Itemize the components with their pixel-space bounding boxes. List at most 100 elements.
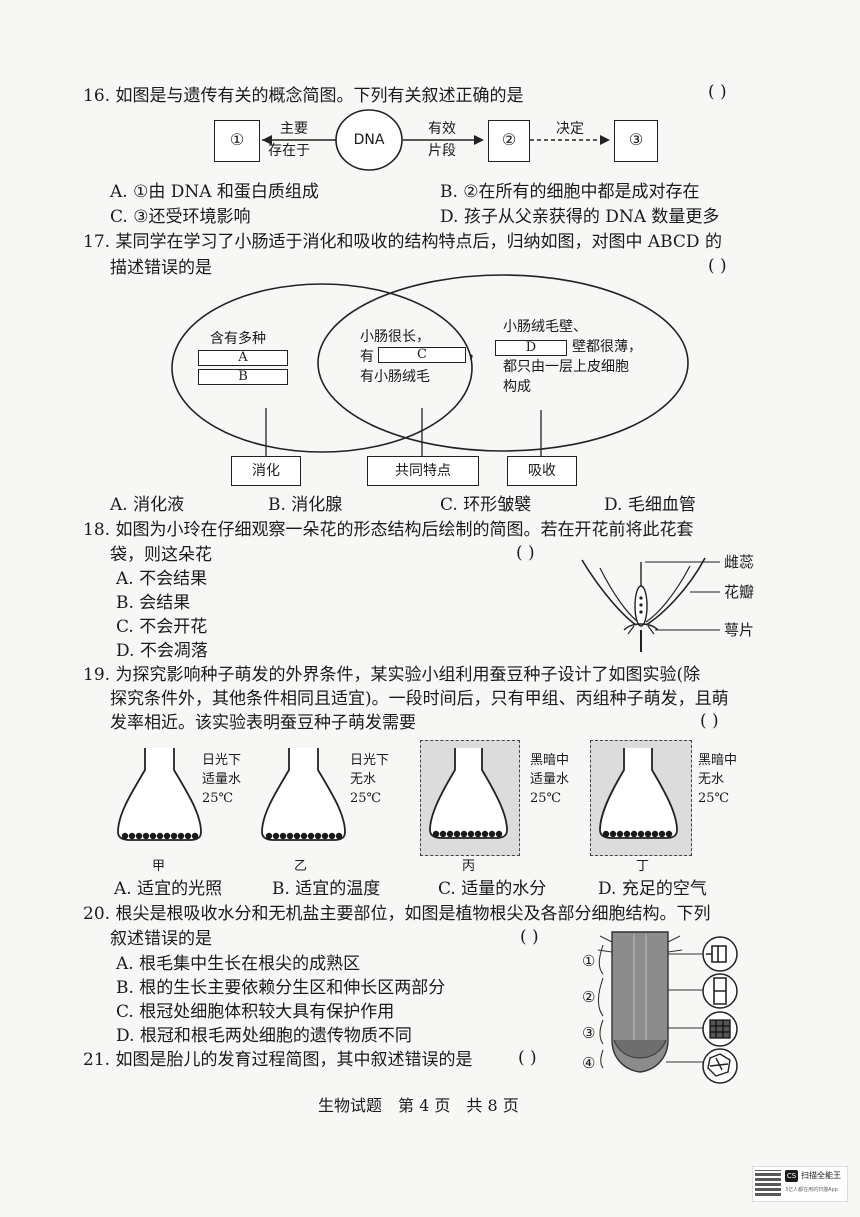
q17-mid-comma: ， — [468, 346, 482, 362]
q16-option-b: B. ②在所有的细胞中都是成对存在 — [440, 182, 700, 202]
q16-dna-node: DNA — [353, 132, 385, 148]
qr-code-icon — [755, 1170, 781, 1196]
flask-ding-cond2: 无水 — [698, 772, 725, 787]
q17-option-d: D. 毛细血管 — [604, 495, 696, 515]
flask-jia — [117, 748, 202, 841]
q17-blank-c: C — [378, 347, 466, 363]
q16-arrow1-bottom: 存在于 — [268, 143, 310, 159]
flask-jia-cond2: 适量水 — [202, 772, 242, 787]
flask-ding-cond3: 25℃ — [698, 791, 730, 806]
q19-option-a: A. 适宜的光照 — [114, 879, 223, 899]
q17-left-text: 含有多种 — [210, 331, 266, 347]
q17-right-line4: 构成 — [503, 379, 531, 395]
flask-yi — [261, 748, 346, 841]
q17-answer-bracket: ( ) — [708, 256, 727, 276]
q17-box-digestion: 消化 — [252, 463, 280, 479]
flask-yi-cond1: 日光下 — [350, 753, 390, 768]
flask-ding-name: 丁 — [636, 859, 650, 874]
flask-yi-cond2: 无水 — [350, 772, 377, 787]
q20-stem-line2: 叙述错误的是 — [110, 929, 212, 949]
q19-option-d: D. 充足的空气 — [598, 879, 707, 899]
flask-yi-name: 乙 — [294, 859, 308, 874]
q18-option-c: C. 不会开花 — [116, 617, 208, 637]
q16-arrow3-top: 决定 — [556, 121, 584, 137]
q17-right-line2: 壁都很薄， — [572, 339, 642, 355]
q18-stem-line2: 袋，则这朵花 — [110, 545, 212, 565]
page-footer: 生物试题 第 4 页 共 8 页 — [318, 1096, 519, 1115]
q17-option-c: C. 环形皱襞 — [440, 495, 532, 515]
q16-box1: ① — [229, 130, 245, 149]
root-zone-3: ③ — [582, 1024, 596, 1042]
seeds — [121, 830, 673, 840]
q17-option-b: B. 消化腺 — [268, 495, 343, 515]
q18-option-b: B. 会结果 — [116, 593, 191, 613]
flower-label-pistil: 雌蕊 — [724, 553, 755, 571]
q17-blank-b: B — [198, 369, 288, 385]
q21-answer-bracket: ( ) — [518, 1048, 537, 1068]
q16-arrow2-bottom: 片段 — [428, 143, 456, 159]
flower-label-petal: 花瓣 — [724, 583, 755, 601]
q17-mid-line3: 有小肠绒毛 — [360, 369, 430, 385]
flower-label-sepal: 萼片 — [724, 621, 755, 639]
root-tip-drawing — [597, 931, 738, 1084]
q20-option-c: C. 根冠处细胞体积较大具有保护作用 — [116, 1002, 395, 1022]
root-zone-1: ① — [582, 952, 596, 970]
q20-stem-line1: 20. 根尖是根吸收水分和无机盐主要部位，如图是植物根尖及各部分细胞结构。下列 — [83, 904, 711, 924]
q19-stem-line3: 发率相近。该实验表明蚕豆种子萌发需要 — [110, 713, 416, 733]
q20-option-b: B. 根的生长主要依赖分生区和伸长区两部分 — [116, 978, 446, 998]
q16-box2: ② — [501, 130, 517, 149]
q19-option-c: C. 适量的水分 — [438, 879, 547, 899]
q16-option-c: C. ③还受环境影响 — [110, 207, 251, 227]
q17-stem-line1: 17. 某同学在学习了小肠适于消化和吸收的结构特点后，归纳如图，对图中 ABCD… — [83, 232, 722, 252]
q16-stem: 16. 如图是与遗传有关的概念简图。下列有关叙述正确的是 — [83, 86, 524, 106]
q17-blank-a: A — [198, 350, 288, 366]
q18-option-a: A. 不会结果 — [116, 569, 208, 589]
flask-jia-cond3: 25℃ — [202, 791, 234, 806]
q17-stem-line2: 描述错误的是 — [110, 258, 212, 278]
scanner-brand: 扫描全能王 — [801, 1171, 841, 1180]
root-zone-4: ④ — [582, 1054, 596, 1072]
root-zone-2: ② — [582, 988, 596, 1006]
q16-arrows — [262, 109, 610, 171]
q17-blank-d: D — [495, 340, 567, 356]
scanner-tagline: 3亿人都在用的扫描App — [785, 1187, 838, 1193]
q21-stem: 21. 如图是胎儿的发育过程简图，其中叙述错误的是 — [83, 1050, 473, 1070]
q16-answer-bracket: ( ) — [708, 82, 727, 102]
q20-option-d: D. 根冠和根毛两处细胞的遗传物质不同 — [116, 1026, 412, 1046]
q18-stem-line1: 18. 如图为小玲在仔细观察一朵花的形态结构后绘制的简图。若在开花前将此花套 — [83, 520, 694, 540]
q16-option-d: D. 孩子从父亲获得的 DNA 数量更多 — [440, 207, 720, 227]
flask-jia-name: 甲 — [152, 859, 166, 874]
q19-option-b: B. 适宜的温度 — [272, 879, 381, 899]
flower-drawing — [581, 557, 720, 652]
q16-arrow2-top: 有效 — [428, 121, 456, 137]
q17-mid-line1: 小肠很长， — [360, 329, 430, 345]
q17-box-absorption: 吸收 — [528, 463, 556, 479]
q16-box3: ③ — [628, 130, 644, 149]
flask-jia-cond1: 日光下 — [202, 753, 242, 768]
q18-answer-bracket: ( ) — [516, 543, 535, 563]
flask-ding-cond1: 黑暗中 — [698, 753, 738, 768]
q16-arrow1-top: 主要 — [280, 121, 308, 137]
q17-option-a: A. 消化液 — [110, 495, 185, 515]
cs-badge: CS — [785, 1170, 798, 1182]
q17-right-line3: 都只由一层上皮细胞 — [503, 359, 629, 375]
q20-option-a: A. 根毛集中生长在根尖的成熟区 — [116, 954, 361, 974]
q19-stem-line1: 19. 为探究影响种子萌发的外界条件，某实验小组利用蚕豆种子设计了如图实验(除 — [83, 665, 701, 685]
q18-option-d: D. 不会凋落 — [116, 641, 208, 661]
flask-bing-cond2: 适量水 — [530, 772, 570, 787]
q20-answer-bracket: ( ) — [520, 927, 539, 947]
flasks-drawing — [117, 748, 678, 841]
q17-mid-prefix: 有 — [360, 349, 374, 365]
scanner-watermark: CS 扫描全能王 3亿人都在用的扫描App — [752, 1166, 848, 1202]
q17-box-common: 共同特点 — [395, 463, 451, 479]
flask-bing-name: 丙 — [462, 859, 476, 874]
flask-bing — [429, 748, 508, 839]
flask-ding — [599, 748, 678, 839]
q17-right-line1: 小肠绒毛壁、 — [503, 319, 587, 335]
q17-venn-lines — [171, 274, 689, 456]
flask-yi-cond3: 25℃ — [350, 791, 382, 806]
flask-bing-cond1: 黑暗中 — [530, 753, 570, 768]
q16-option-a: A. ①由 DNA 和蛋白质组成 — [110, 182, 319, 202]
q19-stem-line2: 探究条件外，其他条件相同且适宜)。一段时间后，只有甲组、丙组种子萌发，且萌 — [110, 689, 729, 709]
q19-answer-bracket: ( ) — [700, 711, 719, 731]
